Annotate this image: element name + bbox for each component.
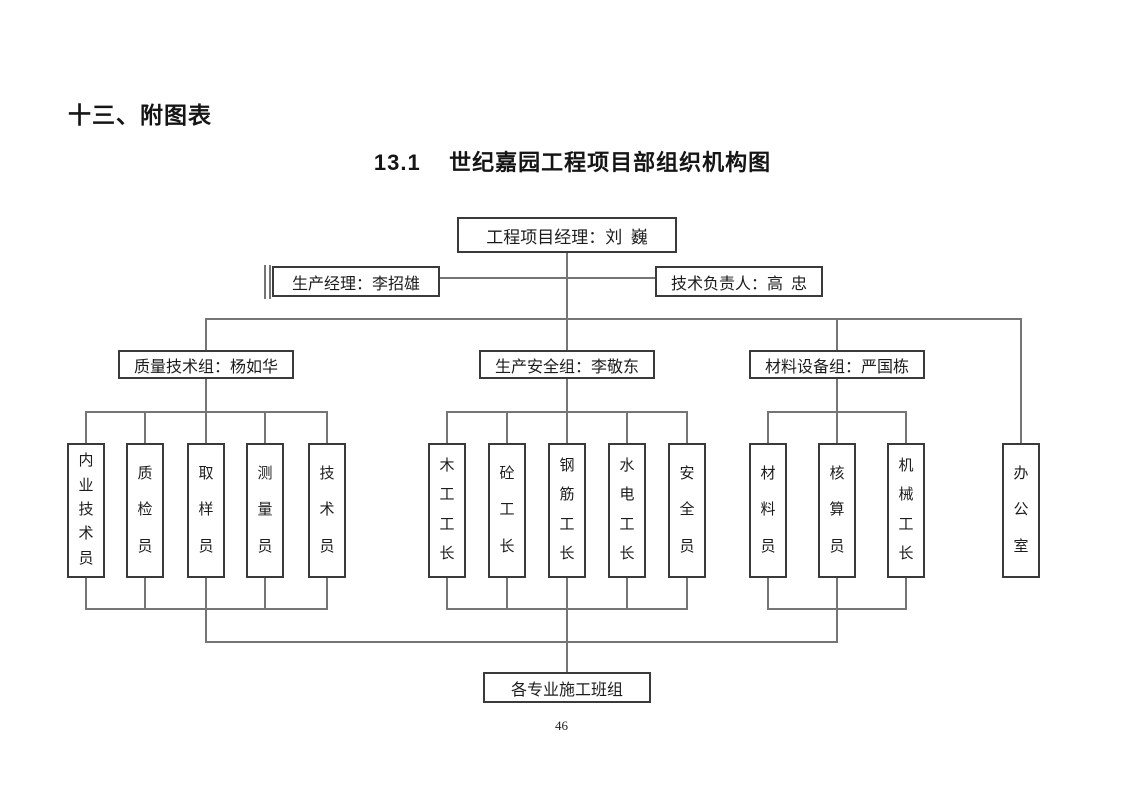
member-box: 质检员: [126, 443, 164, 578]
connector: [836, 608, 838, 643]
connector: [566, 411, 568, 443]
member-box: 水电工长: [608, 443, 646, 578]
node-production-manager: 生产经理：李招雄: [272, 266, 440, 297]
connector: [205, 608, 207, 643]
connector: [626, 578, 628, 610]
member-label: 机械工长: [898, 458, 914, 562]
member-label: 钢筋工长: [559, 458, 575, 562]
connector: [144, 411, 146, 443]
member-box: 钢筋工长: [548, 443, 586, 578]
node-material-equipment-group: 材料设备组：严国栋: [749, 350, 925, 379]
member-label: 木工工长: [439, 458, 455, 562]
member-label: 核算员: [829, 465, 845, 555]
member-box: 机械工长: [887, 443, 925, 578]
connector: [626, 411, 628, 443]
node-technical-director: 技术负责人：高 忠: [655, 266, 823, 297]
member-box: 木工工长: [428, 443, 466, 578]
connector: [506, 411, 508, 443]
connector: [205, 641, 838, 643]
node-quality-tech-group: 质量技术组：杨如华: [118, 350, 294, 379]
connector: [905, 411, 907, 443]
member-box: 砼工长: [488, 443, 526, 578]
node-construction-teams: 各专业施工班组: [483, 672, 651, 703]
connector: [144, 578, 146, 610]
connector: [85, 411, 87, 443]
connector: [566, 252, 568, 319]
connector: [836, 578, 838, 610]
member-box: 技术员: [308, 443, 346, 578]
connector: [566, 377, 568, 412]
member-label: 安全员: [679, 465, 695, 555]
node-production-safety-group: 生产安全组：李敬东: [479, 350, 655, 379]
connector: [767, 578, 769, 610]
double-bar-decoration: [264, 265, 266, 299]
member-box: 测量员: [246, 443, 284, 578]
connector: [836, 318, 838, 351]
connector: [446, 411, 448, 443]
connector: [205, 318, 1022, 320]
node-office: 办公室: [1002, 443, 1040, 578]
member-box: 安全员: [668, 443, 706, 578]
connector: [836, 411, 838, 443]
connector: [566, 277, 656, 279]
connector: [326, 411, 328, 443]
connector: [205, 318, 207, 351]
member-label: 测量员: [257, 465, 273, 555]
member-box: 材料员: [749, 443, 787, 578]
connector: [905, 578, 907, 610]
member-box: 内业技术员: [67, 443, 105, 578]
connector: [1020, 318, 1022, 443]
member-label: 技术员: [319, 465, 335, 555]
section-heading: 十三、附图表: [68, 102, 212, 128]
connector: [264, 578, 266, 610]
member-label: 材料员: [760, 465, 776, 555]
connector: [566, 578, 568, 610]
member-box: 取样员: [187, 443, 225, 578]
connector: [205, 411, 207, 443]
connector: [264, 411, 266, 443]
member-box: 核算员: [818, 443, 856, 578]
connector: [836, 377, 838, 412]
member-label: 水电工长: [619, 458, 635, 562]
connector: [767, 411, 769, 443]
connector: [440, 277, 568, 279]
connector: [205, 377, 207, 412]
member-label: 砼工长: [499, 465, 515, 555]
connector: [85, 578, 87, 610]
member-label: 质检员: [137, 465, 153, 555]
member-label: 内业技术员: [78, 453, 94, 567]
node-project-manager: 工程项目经理：刘 巍: [457, 217, 677, 253]
figure-title: 13.1 世纪嘉园工程项目部组织机构图: [373, 150, 772, 175]
connector: [566, 608, 568, 672]
page-number: 46: [555, 718, 568, 733]
connector: [566, 318, 568, 351]
member-label: 取样员: [198, 465, 214, 555]
double-bar-decoration: [269, 265, 271, 299]
connector: [686, 578, 688, 610]
connector: [205, 578, 207, 610]
connector: [506, 578, 508, 610]
connector: [326, 578, 328, 610]
office-label: 办公室: [1013, 465, 1029, 555]
connector: [446, 578, 448, 610]
connector: [686, 411, 688, 443]
